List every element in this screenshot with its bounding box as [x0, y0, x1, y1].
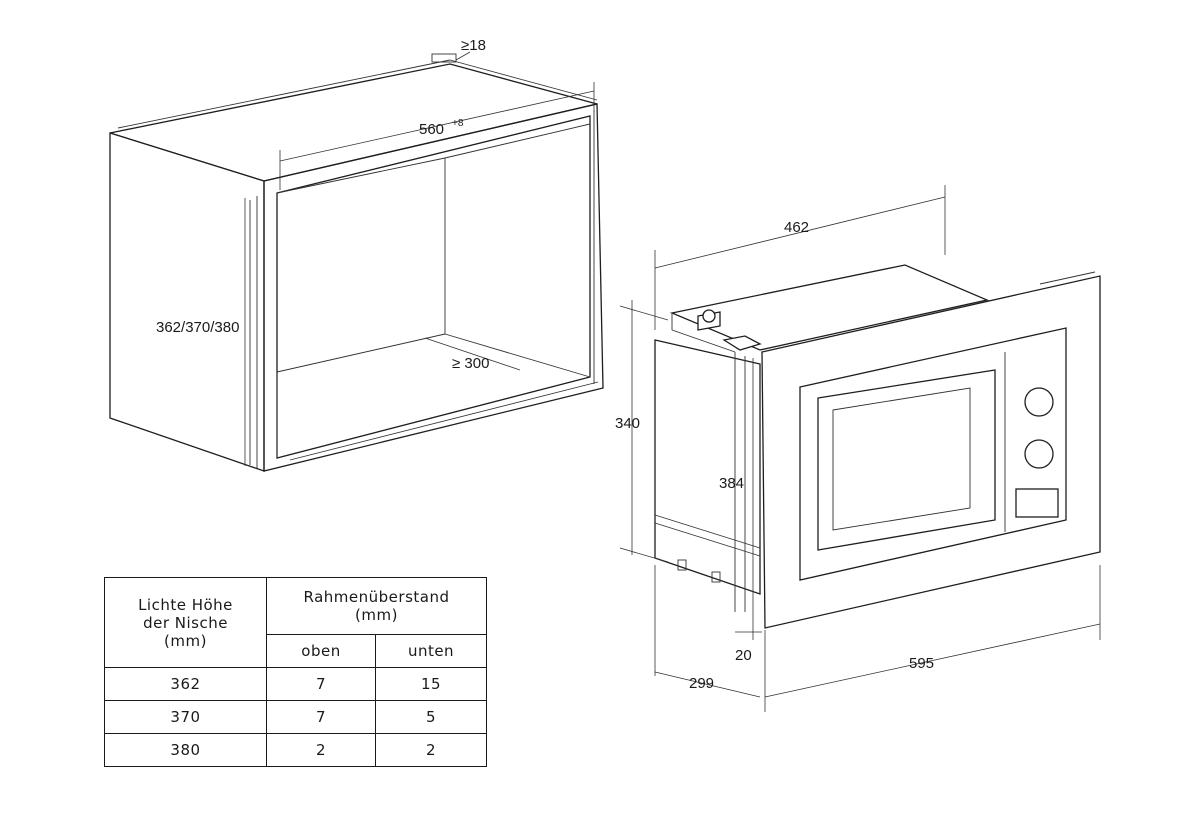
row-top: 7 — [266, 700, 376, 734]
niche-height-header: Lichte Höhe der Nische (mm) — [104, 577, 267, 668]
niche-height-label: 362/370/380 — [156, 319, 239, 336]
niche-depth-label: ≥ 300 — [452, 355, 489, 372]
header-line: Rahmenüberstand — [303, 588, 450, 606]
door-button-icon — [1015, 488, 1059, 518]
niche-depth-dimension: ≥ 300 — [424, 337, 521, 372]
frame-overhang-table: Lichte Höhe der Nische (mm) Rahmenüberst… — [104, 577, 488, 767]
appliance-front-offset-label: 20 — [735, 647, 752, 664]
appliance-frame-height-dimension: 384 — [719, 358, 754, 640]
appliance-width-dimension: 462 — [654, 185, 946, 330]
row-bottom: 5 — [374, 700, 488, 734]
appliance-frame-height-label: 384 — [719, 475, 744, 492]
row-bottom: 2 — [374, 733, 488, 767]
appliance-depth-label: 299 — [689, 675, 714, 692]
header-line: (mm) — [355, 606, 398, 624]
row-height: 380 — [104, 733, 267, 767]
niche-panel-thickness-label: ≥18 — [461, 37, 486, 54]
niche-cabinet — [109, 53, 604, 472]
table-row: 370 7 5 — [104, 700, 488, 734]
top-subheader: oben — [266, 634, 376, 668]
header-line: Lichte Höhe — [138, 595, 233, 614]
appliance-front-frame — [761, 271, 1101, 629]
timer-knob-icon — [1024, 387, 1054, 417]
table-row: 362 7 15 — [104, 667, 488, 701]
appliance-body-height-label: 340 — [615, 415, 640, 432]
header-line: (mm) — [164, 631, 207, 650]
bottom-subheader: unten — [374, 634, 488, 668]
row-height: 362 — [104, 667, 267, 701]
row-top: 2 — [266, 733, 376, 767]
niche-height-dimension: 362/370/380 — [156, 198, 246, 466]
niche-width-tolerance: +8 — [452, 118, 464, 129]
niche-width-dimension: 560 +8 — [279, 82, 595, 190]
appliance-offset-dimension: 20 — [735, 631, 762, 664]
table-row: 380 2 2 — [104, 733, 488, 767]
appliance-frame-width-label: 595 — [909, 655, 934, 672]
appliance-height-dimension: 340 — [615, 300, 669, 563]
row-top: 7 — [266, 667, 376, 701]
niche-width-label: 560 — [419, 121, 444, 138]
header-line: der Nische — [143, 613, 228, 632]
appliance-frame-width-dimension: 595 — [764, 565, 1101, 712]
power-knob-icon — [1024, 439, 1054, 469]
appliance-depth-dimension: 299 — [654, 565, 761, 698]
frame-overhang-header: Rahmenüberstand (mm) — [265, 577, 488, 635]
appliance-body-width-label: 462 — [784, 219, 809, 236]
row-height: 370 — [104, 700, 267, 734]
niche-panel-dimension: ≥18 — [455, 37, 486, 61]
row-bottom: 15 — [374, 667, 488, 701]
appliance-body — [654, 264, 990, 612]
